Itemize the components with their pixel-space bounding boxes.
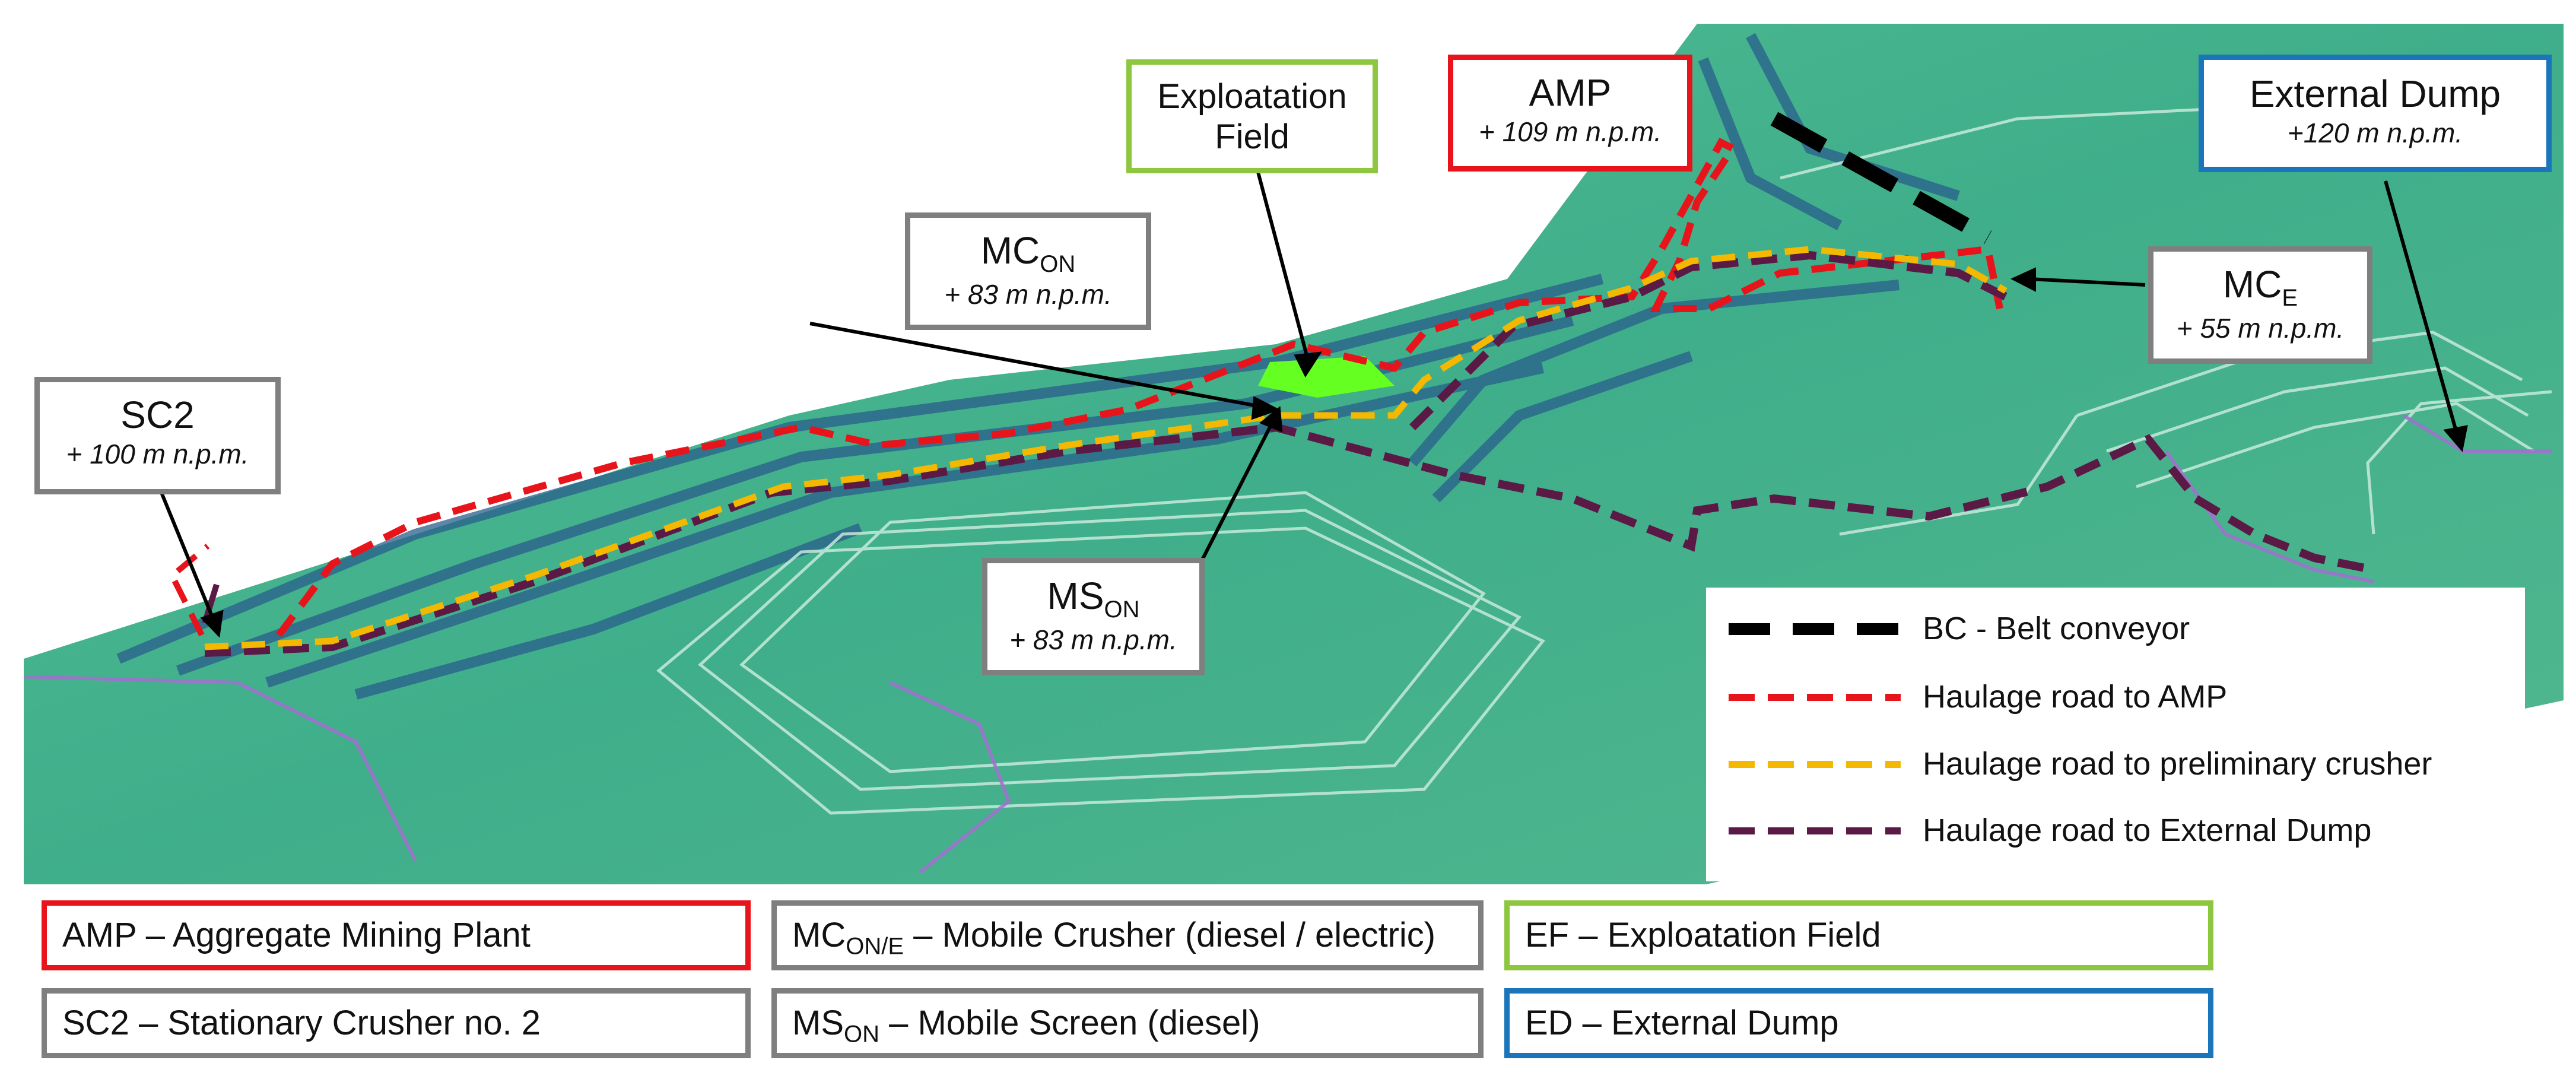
haulage-road-amp-sc2-spur (168, 544, 210, 637)
pointer-arrows (158, 172, 2468, 638)
key-exploatation-field-text: EF – Exploatation Field (1525, 916, 1881, 954)
callout-mc-on-prefix: MC (980, 229, 1040, 272)
key-external-dump-text: ED – External Dump (1525, 1004, 1839, 1042)
callout-mc-on-title: MCON (910, 229, 1146, 278)
belt-conveyor (1770, 112, 1992, 245)
callout-amp: AMP + 109 m n.p.m. (1448, 55, 1692, 172)
callout-ms-on-sub: ON (1104, 596, 1140, 623)
key-exploatation-field: EF – Exploatation Field (1504, 900, 2213, 970)
legend-belt-conveyor-swatch (1729, 623, 1907, 635)
haulage-road-crusher (204, 246, 2008, 650)
callout-amp-title: AMP (1529, 71, 1612, 114)
callout-amp-elevation: + 109 m n.p.m. (1478, 116, 1662, 147)
callout-mc-on-elevation: + 83 m n.p.m. (944, 278, 1112, 310)
exploitation-field-area (1258, 356, 1395, 398)
callout-external-dump-title: External Dump (2249, 72, 2501, 115)
callout-mc-on: MCON + 83 m n.p.m. (905, 212, 1151, 330)
key-mobile-crusher-text: – Mobile Crusher (diesel / electric) (904, 916, 1436, 954)
callout-ms-on-elevation: + 83 m n.p.m. (1009, 624, 1177, 655)
legend-haulage-external-dump: Haulage road to External Dump (1706, 807, 2525, 855)
callout-exploatation-field-line1: Exploatation (1157, 77, 1347, 116)
key-mobile-crusher-sub: ON/E (846, 933, 904, 960)
key-mobile-crusher: MCON/E – Mobile Crusher (diesel / electr… (771, 900, 1484, 970)
callout-mc-e-elevation: + 55 m n.p.m. (2176, 312, 2345, 344)
callout-sc2-title: SC2 (120, 393, 195, 436)
callout-exploatation-field-line2: Field (1215, 118, 1289, 157)
callout-ms-on: MSON + 83 m n.p.m. (982, 558, 1205, 675)
callout-ms-on-prefix: MS (1047, 575, 1104, 617)
key-mobile-screen-prefix: MS (792, 1004, 844, 1042)
key-external-dump: ED – External Dump (1504, 988, 2213, 1058)
key-sc2-text: SC2 – Stationary Crusher no. 2 (62, 1004, 541, 1042)
legend-haulage-external-dump-swatch (1729, 827, 1901, 834)
legend-haulage-crusher-swatch (1729, 761, 1901, 768)
callout-sc2-elevation: + 100 m n.p.m. (66, 438, 249, 469)
callout-ms-on-title: MSON (987, 574, 1199, 624)
callout-external-dump-elevation: +120 m n.p.m. (2287, 117, 2463, 148)
callout-mc-e-sub: E (2282, 284, 2298, 311)
key-mobile-screen: MSON – Mobile Screen (diesel) (771, 988, 1484, 1058)
callout-mc-e-title: MCE (2153, 262, 2367, 312)
callout-mc-on-sub: ON (1040, 250, 1076, 277)
legend-haulage-crusher: Haulage road to preliminary crusher (1706, 741, 2525, 788)
legend-haulage-crusher-label: Haulage road to preliminary crusher (1923, 746, 2432, 782)
callout-mc-e: MCE + 55 m n.p.m. (2148, 246, 2372, 364)
key-amp: AMP – Aggregate Mining Plant (42, 900, 751, 970)
key-mobile-crusher-prefix: MC (792, 916, 846, 954)
legend-haulage-amp-label: Haulage road to AMP (1923, 679, 2228, 715)
callout-external-dump: External Dump +120 m n.p.m. (2199, 55, 2552, 172)
map-legend: BC - Belt conveyor Haulage road to AMP H… (1706, 588, 2525, 881)
key-sc2: SC2 – Stationary Crusher no. 2 (42, 988, 751, 1058)
callout-sc2: SC2 + 100 m n.p.m. (34, 377, 281, 494)
key-mobile-screen-sub: ON (844, 1021, 879, 1048)
key-mobile-screen-text: – Mobile Screen (diesel) (879, 1004, 1260, 1042)
legend-belt-conveyor-label: BC - Belt conveyor (1923, 611, 2190, 646)
callout-mc-e-prefix: MC (2222, 263, 2282, 306)
legend-haulage-amp: Haulage road to AMP (1706, 674, 2525, 721)
legend-haulage-amp-swatch (1729, 694, 1901, 701)
callout-exploatation-field: Exploatation Field (1126, 59, 1378, 173)
legend-haulage-external-dump-label: Haulage road to External Dump (1923, 813, 2372, 848)
key-amp-text: AMP – Aggregate Mining Plant (62, 916, 531, 954)
legend-belt-conveyor: BC - Belt conveyor (1706, 605, 2525, 653)
